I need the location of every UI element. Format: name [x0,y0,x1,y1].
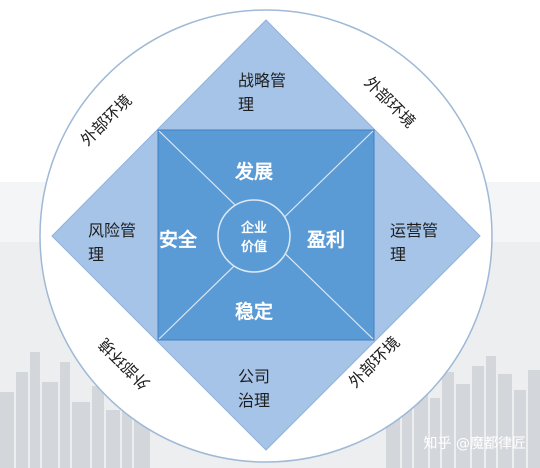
diamond-label-left-line2: 理 [88,245,104,264]
diamond-label-right-line1: 运营管 [390,221,438,240]
inner-label-bottom: 稳定 [235,300,273,323]
diamond-label-left-line1: 风险管 [88,221,136,240]
watermark-text: 知乎 @魔都律匠 [424,435,526,452]
diamond-label-bottom-line1: 公司 [238,367,270,386]
diamond-label-top-line1: 战略管 [238,71,286,90]
center-label-line1: 企业 [240,220,267,236]
center-label-line2: 价值 [241,239,267,255]
inner-label-right: 盈利 [306,229,345,251]
diamond-label-right-line2: 理 [390,245,406,264]
center-circle [217,199,291,273]
inner-label-left: 安全 [159,228,198,251]
diamond-label-top-line2: 理 [238,95,254,114]
diamond-label-bottom-line2: 治理 [238,391,270,410]
inner-label-top: 发展 [234,160,273,183]
